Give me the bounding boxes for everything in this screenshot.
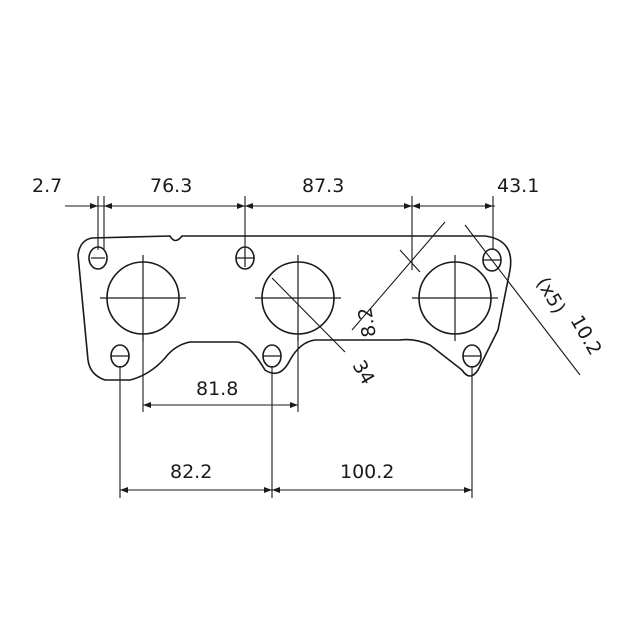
port-3 [412, 255, 498, 341]
bolt-hole-top-left [88, 246, 108, 270]
dim-diagonal-8-2: 8.2 [354, 305, 381, 339]
gasket-outline [77, 235, 512, 381]
dim-top-76-3: 76.3 [150, 175, 192, 197]
dim-diagonal-34: 34 [348, 357, 379, 389]
bolt-hole-bottom-right [462, 344, 482, 368]
dim-angle-x5: (x5) [532, 274, 570, 318]
dim-top-2-7: 2.7 [32, 175, 62, 197]
dim-top-87-3: 87.3 [302, 175, 344, 197]
port-2 [255, 255, 341, 341]
dim-hole-spacing: 81.8 [196, 378, 238, 400]
dim-top-43-1: 43.1 [497, 175, 539, 197]
bottom-dimension-lines [119, 366, 473, 498]
dim-bottom-82-2: 82.2 [170, 461, 212, 483]
port-1 [100, 255, 186, 341]
dim-bottom-100-2: 100.2 [340, 461, 394, 483]
bolt-hole-bottom-left [110, 344, 130, 368]
top-dimension-lines [65, 196, 495, 270]
diagonal-leaders [271, 221, 581, 376]
bolt-hole-top-center [235, 246, 255, 270]
dim-diagonal-10-2: 10.2 [566, 312, 606, 360]
bolt-hole-bottom-center [262, 344, 282, 368]
